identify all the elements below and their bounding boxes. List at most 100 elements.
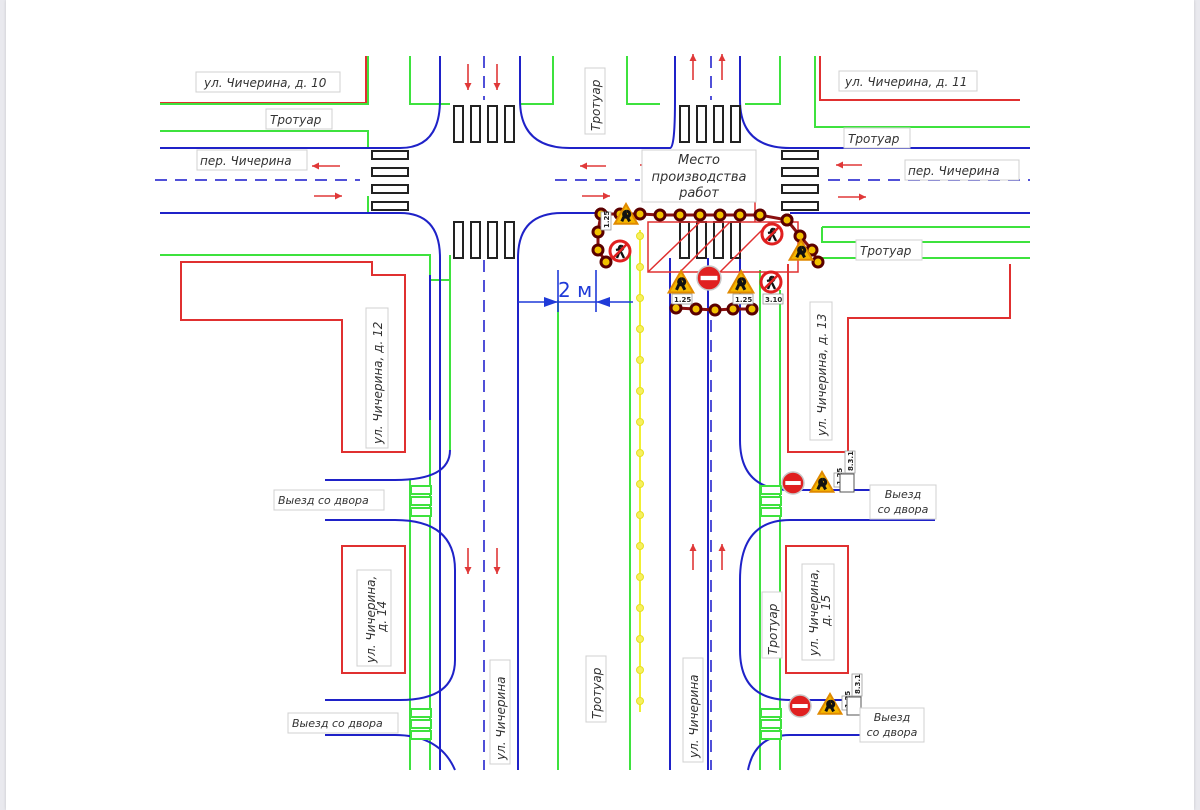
sign-road-works-nw (612, 201, 640, 225)
crosswalk-stripe (371, 150, 409, 160)
driveway-stripe (760, 507, 782, 517)
driveway-stripe (760, 708, 782, 718)
path-marker (636, 449, 644, 457)
crosswalk-stripe (371, 184, 409, 194)
arrow-head (580, 162, 587, 170)
fence-line (785, 219, 820, 263)
crosswalk-stripe (679, 105, 690, 143)
label-street-sw: ул. Чичерина (489, 659, 511, 765)
crosswalks (371, 105, 819, 740)
sign-plate (844, 450, 856, 474)
crosswalk-stripe (504, 105, 515, 143)
traffic-scheme-plan: 1.251.251.253.101.258.3.11.258.3.1 2 м у… (155, 54, 1030, 771)
label-sidewalk-se: Тротуар (761, 591, 783, 659)
crosswalk-stripe (713, 221, 724, 259)
signal-lamp (689, 302, 703, 316)
path-marker (636, 232, 644, 240)
label-street-se: ул. Чичерина (682, 657, 704, 763)
building-12-outline (180, 261, 406, 453)
label-exit-w2: Выезд со двора (287, 712, 399, 734)
road-works-icon (795, 245, 807, 259)
arrow-head (718, 54, 726, 61)
svg-text:Тротуар: Тротуар (848, 132, 900, 146)
traffic-direction-arrows (312, 54, 866, 574)
path-marker (636, 573, 644, 581)
no-entry-bar (785, 481, 801, 485)
path-marker (636, 356, 644, 364)
signal-lamp (591, 225, 605, 239)
arrow-head (464, 567, 472, 574)
sign-plate (851, 673, 863, 697)
signal-lamp (708, 303, 722, 317)
sign-plate-text: 1.25 (674, 296, 691, 304)
signal-lamp (726, 302, 740, 316)
arrow-head (493, 83, 501, 90)
direction-plate-exit1 (839, 473, 855, 493)
svg-text:ул. Чичерина,: ул. Чичерина, (807, 569, 821, 657)
svg-text:ул. Чичерина, д. 11: ул. Чичерина, д. 11 (844, 75, 967, 89)
fence-line (596, 213, 608, 263)
sign-plate-s2: 1.25 (732, 293, 754, 305)
signal-lamp (653, 208, 667, 222)
arrow-head (464, 83, 472, 90)
driveway-stripe (760, 719, 782, 729)
road-works-icon (675, 277, 687, 291)
svg-text:Место: Место (678, 153, 720, 168)
driveway-stripe (410, 719, 432, 729)
crosswalk-stripe (371, 167, 409, 177)
svg-text:ул. Чичерина, д. 10: ул. Чичерина, д. 10 (203, 76, 327, 90)
arrow-head (689, 544, 697, 551)
driveway-stripe (410, 730, 432, 740)
svg-text:производства: производства (651, 170, 746, 185)
prohibition-slash (612, 243, 628, 259)
label-building-15: ул. Чичерина, д. 15 (801, 563, 835, 661)
crosswalk-stripe (453, 105, 464, 143)
sign-plate-text: 8.3.1 (847, 451, 855, 471)
building-13-outline (787, 264, 1011, 453)
arrow-head (836, 161, 843, 169)
svg-text:ул. Чичерина: ул. Чичерина (494, 676, 508, 761)
sign-plate-s3: 3.10 (762, 293, 784, 305)
signal-lamp (693, 208, 707, 222)
driveway-stripe (410, 496, 432, 506)
crosswalk-stripe (781, 184, 819, 194)
sign-road-works-s1 (666, 268, 696, 294)
svg-text:со двора: со двора (867, 726, 918, 739)
label-sidewalk-ne: Тротуар (843, 127, 911, 149)
arrow-head (859, 193, 866, 201)
crosswalk-stripe (781, 150, 819, 160)
arrow-head (493, 567, 501, 574)
path-marker (636, 480, 644, 488)
crosswalk-stripe (470, 105, 481, 143)
crosswalk-stripe (487, 105, 498, 143)
path-marker (636, 418, 644, 426)
sign-no-pedestrians-s (759, 270, 783, 294)
road-works-icon (735, 277, 747, 291)
crosswalk-stripe (730, 105, 741, 143)
road-signs: 1.251.251.253.101.258.3.11.258.3.1 (600, 201, 863, 718)
arrow-head (603, 192, 610, 200)
no-entry-bar (792, 704, 808, 708)
crosswalk-stripe (781, 167, 819, 177)
svg-text:работ: работ (678, 186, 719, 201)
building-14-outline (341, 545, 406, 674)
svg-text:ул. Чичерина, д. 12: ул. Чичерина, д. 12 (371, 322, 385, 445)
temporary-pedestrian-path (636, 230, 644, 712)
driveway-stripe (410, 708, 432, 718)
road-works-icon (824, 699, 836, 713)
arrow-head (335, 192, 342, 200)
svg-text:Выезд: Выезд (874, 711, 910, 724)
crosswalk-stripe (781, 201, 819, 211)
dimension-label: 2 м (558, 278, 592, 302)
sign-plate (762, 293, 784, 305)
buildings (160, 56, 1020, 674)
svg-text:Тротуар: Тротуар (590, 667, 604, 719)
driveway-stripe (410, 507, 432, 517)
svg-text:со двора: со двора (878, 503, 929, 516)
sign-road-works-exit2 (816, 691, 844, 715)
signal-lamp (780, 213, 794, 227)
svg-text:Выезд: Выезд (885, 488, 921, 501)
label-building-13: ул. Чичерина, д. 13 (809, 301, 833, 441)
svg-text:Тротуар: Тротуар (270, 113, 322, 127)
path-marker (636, 263, 644, 271)
